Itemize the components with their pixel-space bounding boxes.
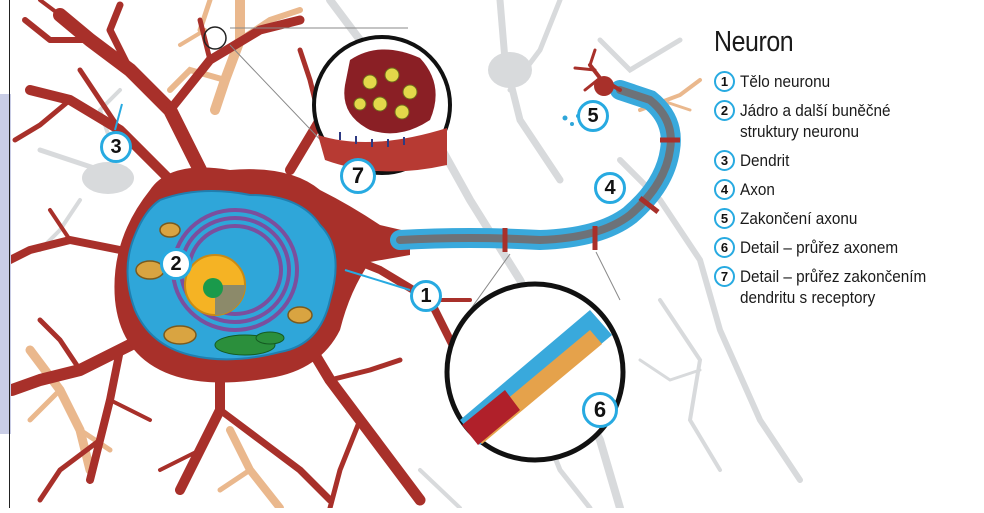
legend-number-badge: 4 bbox=[714, 179, 735, 200]
legend-label: Dendrit bbox=[740, 150, 789, 171]
inset-axon-cross-section bbox=[447, 252, 623, 460]
callout-1: 1 bbox=[410, 280, 442, 312]
legend-title: Neuron bbox=[714, 26, 943, 59]
callout-5: 5 bbox=[577, 100, 609, 132]
background-soma bbox=[488, 52, 532, 88]
axon-terminal-bulb bbox=[594, 76, 614, 96]
legend-number-badge: 2 bbox=[714, 100, 735, 121]
callout-3: 3 bbox=[100, 131, 132, 163]
legend-number-badge: 1 bbox=[714, 71, 735, 92]
callout-6: 6 bbox=[582, 392, 618, 428]
callout-4: 4 bbox=[594, 172, 626, 204]
legend: Neuron 1 Tělo neuronu 2 Jádro a další bu… bbox=[714, 26, 980, 316]
legend-number-badge: 3 bbox=[714, 150, 735, 171]
frame-border bbox=[9, 0, 10, 508]
callout-2: 2 bbox=[160, 248, 192, 280]
legend-label: Zakončení axonu bbox=[740, 208, 857, 229]
legend-item: 3 Dendrit bbox=[714, 150, 980, 171]
nucleolus bbox=[203, 278, 223, 298]
legend-number-badge: 6 bbox=[714, 237, 735, 258]
background-soma bbox=[82, 162, 134, 194]
legend-label: Axon bbox=[740, 179, 775, 200]
legend-number-badge: 7 bbox=[714, 266, 735, 287]
legend-number-badge: 5 bbox=[714, 208, 735, 229]
callout-7: 7 bbox=[340, 158, 376, 194]
legend-item: 1 Tělo neuronu bbox=[714, 71, 980, 92]
legend-label: Tělo neuronu bbox=[740, 71, 830, 92]
legend-item: 5 Zakončení axonu bbox=[714, 208, 980, 229]
legend-item: 6 Detail – průřez axonem bbox=[714, 237, 980, 258]
legend-item: 4 Axon bbox=[714, 179, 980, 200]
legend-label: Detail – průřez axonem bbox=[740, 237, 898, 258]
